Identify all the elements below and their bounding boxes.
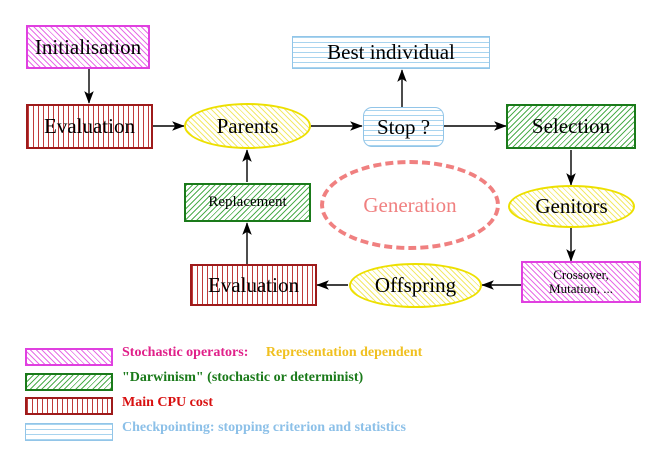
node-initialisation[interactable]: Initialisation (26, 25, 150, 69)
node-initialisation-label: Initialisation (34, 34, 142, 59)
node-crossover-mutation-label: Crossover, Mutation, ... (549, 267, 613, 296)
legend-swatch-darwinism (25, 373, 113, 391)
node-replacement[interactable]: Replacement (184, 183, 311, 222)
node-genitors-label: Genitors (535, 194, 608, 219)
generation-label: Generation (363, 192, 457, 217)
node-crossover-mutation[interactable]: Crossover, Mutation, ... (521, 261, 641, 303)
node-evaluation-top[interactable]: Evaluation (26, 104, 153, 149)
node-selection[interactable]: Selection (506, 104, 636, 149)
legend-label-main-cpu-cost: Main CPU cost (122, 395, 213, 410)
legend-swatch-checkpointing (25, 423, 113, 441)
legend-swatch-main-cpu-cost (25, 397, 113, 415)
node-evaluation-top-label: Evaluation (44, 114, 135, 139)
legend-label-checkpointing: Checkpointing: stopping criterion and st… (122, 420, 406, 435)
node-parents-label: Parents (216, 113, 279, 138)
generation-ellipse: Generation (320, 160, 500, 250)
node-parents[interactable]: Parents (184, 103, 311, 149)
legend-label-representation-dependent: Representation dependent (265, 345, 423, 360)
legend-label-darwinism: "Darwinism" (stochastic or determinist) (122, 370, 364, 385)
legend-label-stochastic-operators-text: Stochastic operators: (122, 345, 249, 360)
node-best-individual[interactable]: Best individual (292, 36, 490, 69)
node-genitors[interactable]: Genitors (508, 185, 635, 228)
node-offspring-label: Offspring (374, 273, 457, 298)
legend-label-stochastic-operators: Stochastic operators: Representation dep… (122, 345, 422, 361)
node-evaluation-bottom[interactable]: Evaluation (190, 264, 317, 306)
node-selection-label: Selection (531, 114, 611, 139)
node-evaluation-bottom-label: Evaluation (208, 272, 299, 297)
node-offspring[interactable]: Offspring (349, 263, 482, 308)
node-best-individual-label: Best individual (327, 40, 455, 65)
node-stop-label: Stop ? (376, 114, 431, 139)
node-replacement-label: Replacement (208, 193, 287, 210)
legend-swatch-stochastic-operators (25, 348, 113, 366)
node-stop[interactable]: Stop ? (363, 107, 444, 147)
